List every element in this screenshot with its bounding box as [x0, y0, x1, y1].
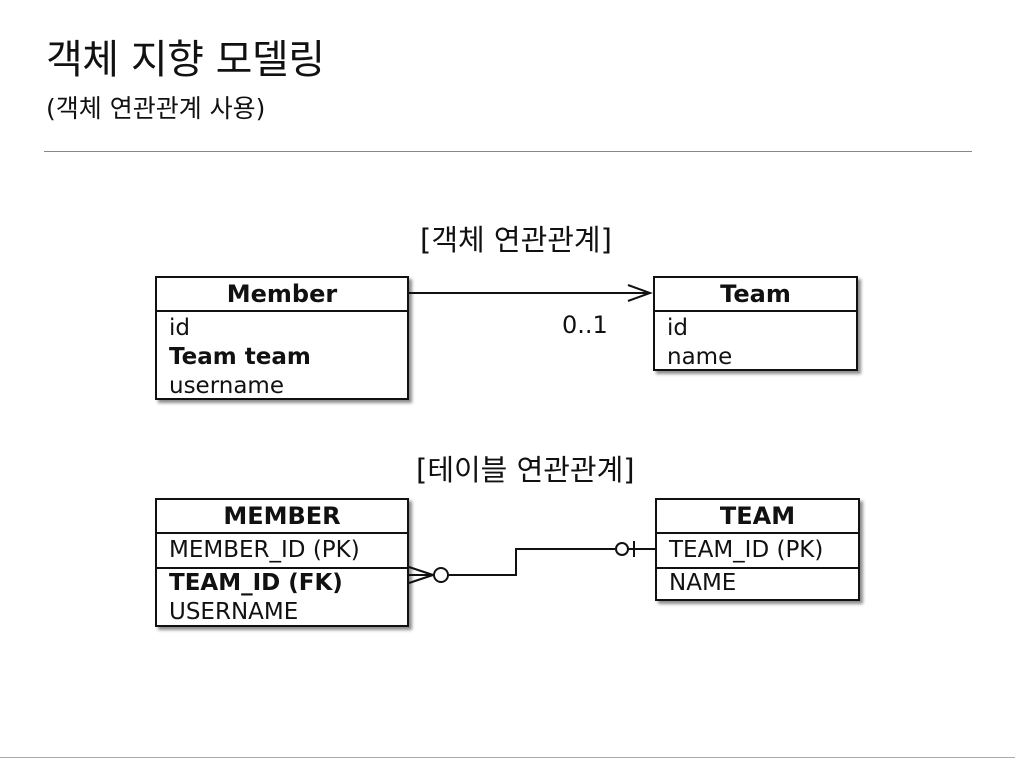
team-table-box: TEAM TEAM_ID (PK) NAME: [655, 498, 860, 601]
multiplicity-label: 0..1: [562, 311, 608, 339]
member-field-id: id: [169, 315, 190, 341]
crows-foot-upper-prong: [408, 566, 434, 576]
relationship-line: [449, 548, 615, 576]
member-field-username: username: [169, 373, 284, 399]
member-class-box: Member id Team team username: [155, 276, 409, 400]
member-table-box: MEMBER MEMBER_ID (PK) TEAM_ID (FK) USERN…: [155, 498, 409, 627]
table-association-label: [테이블 연관관계]: [416, 453, 635, 487]
member-table-username: USERNAME: [169, 599, 299, 625]
slide-title: 객체 지향 모델링: [46, 37, 325, 83]
slide-subtitle: (객체 연관관계 사용): [46, 94, 266, 123]
member-table-fk: TEAM_ID (FK): [169, 570, 343, 596]
member-class-name: Member: [157, 278, 407, 312]
header-divider: [44, 151, 972, 152]
object-association-label: [객체 연관관계]: [420, 223, 612, 257]
member-field-team: Team team: [169, 344, 311, 370]
team-class-name: Team: [655, 278, 856, 312]
arrow-head-icon: [627, 284, 653, 302]
team-table-name-column: NAME: [669, 570, 737, 596]
team-field-name: name: [667, 344, 733, 370]
optional-one-circle-icon: [615, 542, 629, 556]
team-field-id: id: [667, 315, 688, 341]
member-table-name: MEMBER: [157, 500, 407, 534]
team-table-pk: TEAM_ID (PK): [657, 536, 858, 569]
member-table-pk: MEMBER_ID (PK): [157, 536, 407, 569]
association-arrow: [409, 284, 653, 302]
bottom-divider: [0, 757, 1015, 758]
crows-foot-lower-prong: [408, 574, 434, 584]
relationship-connector: [408, 541, 655, 584]
team-class-box: Team id name: [653, 276, 858, 371]
team-table-name: TEAM: [657, 500, 858, 534]
optional-many-circle-icon: [433, 567, 449, 583]
